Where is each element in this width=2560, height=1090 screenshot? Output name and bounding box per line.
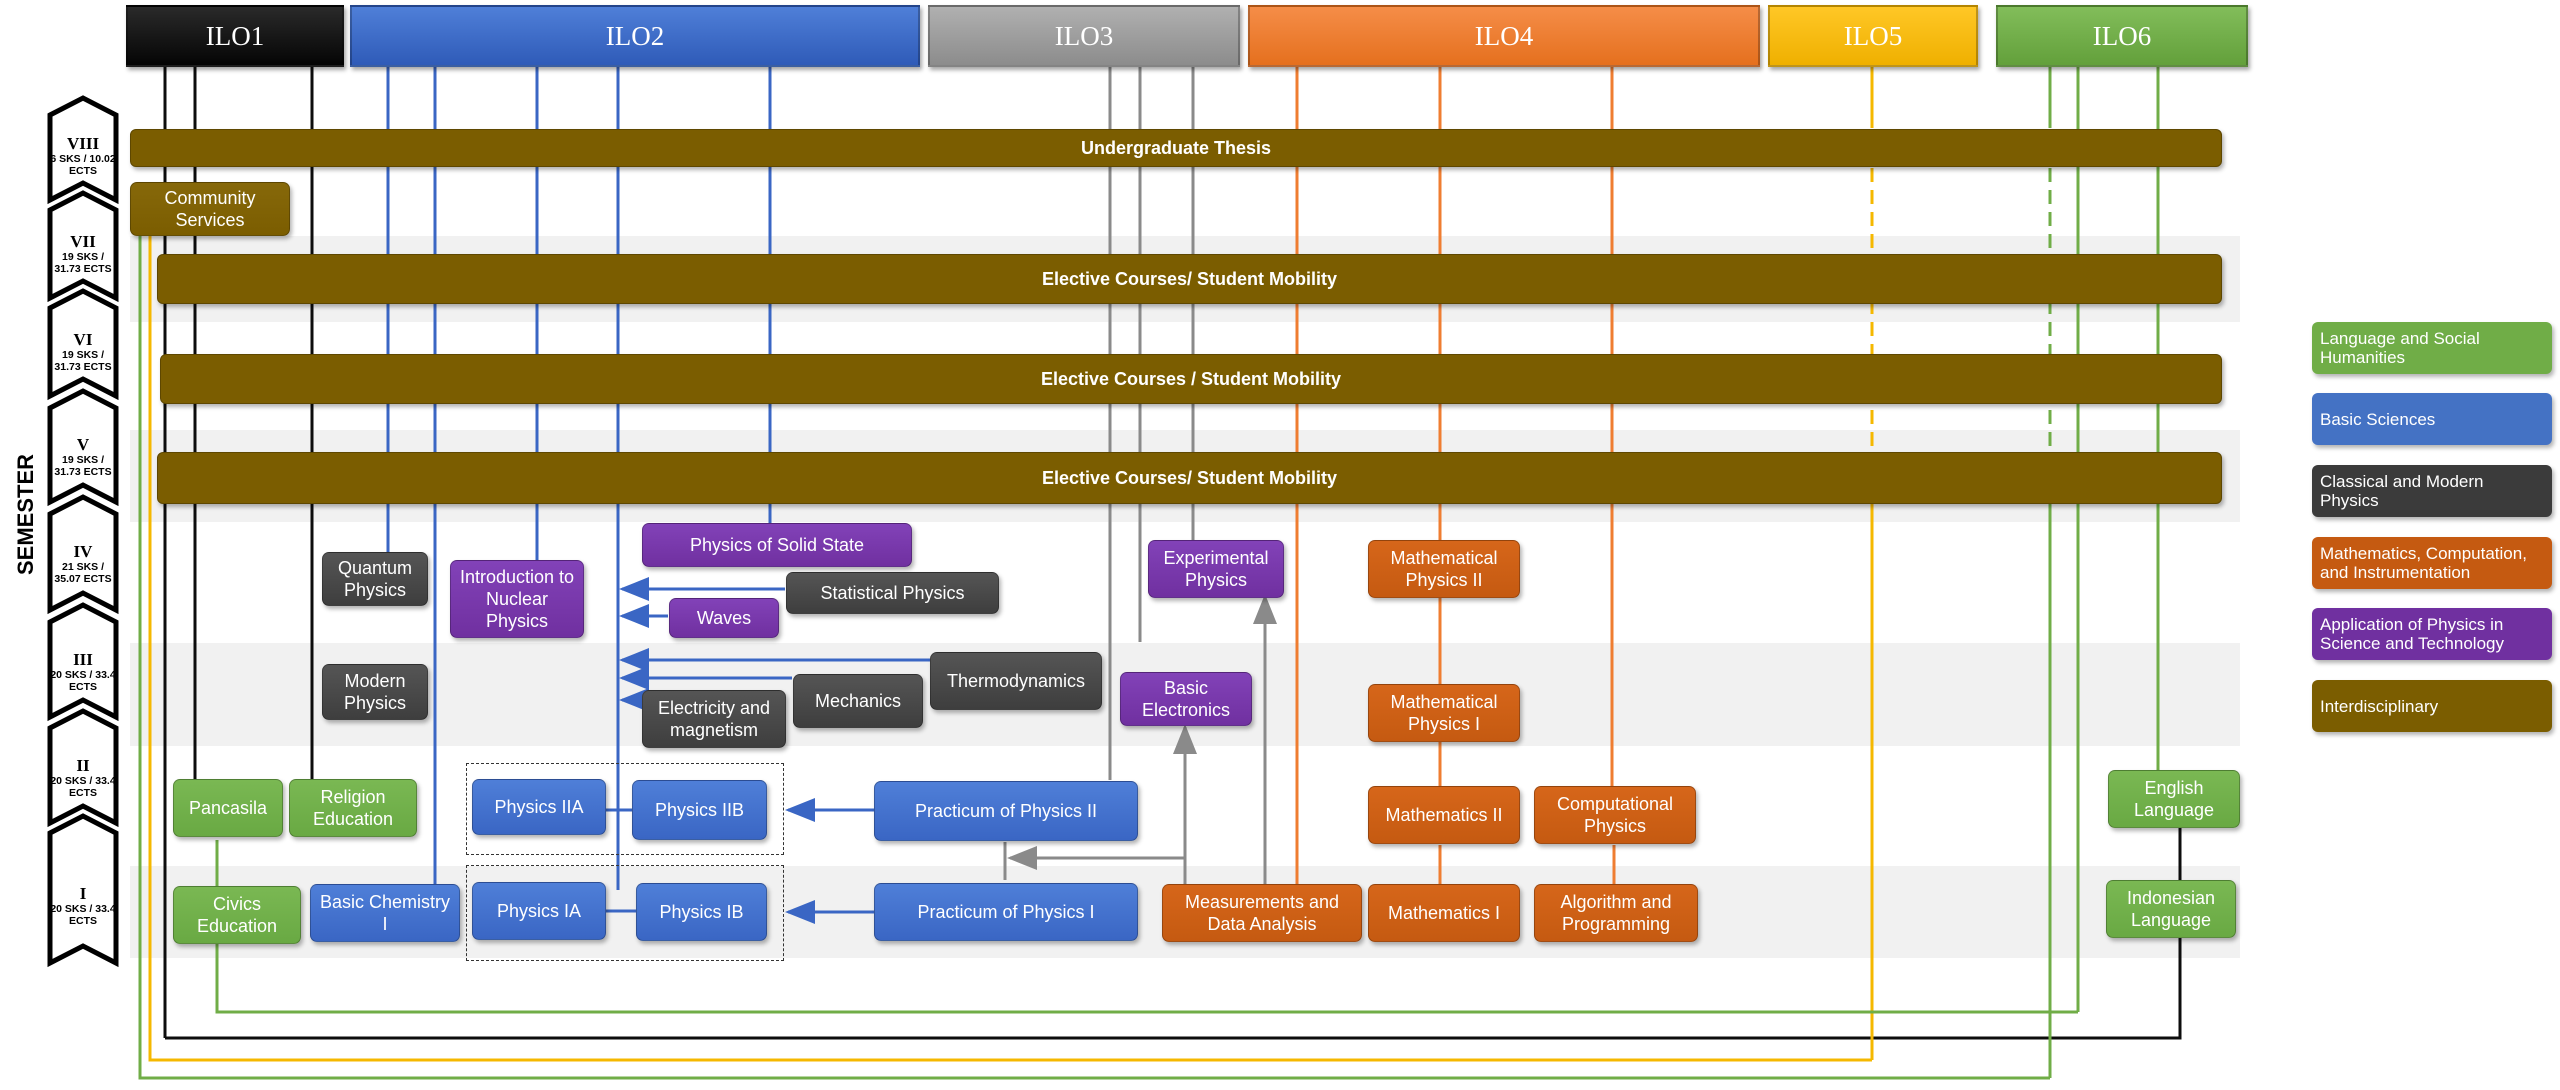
course-algorithm-programming[interactable]: Algorithm and Programming — [1534, 884, 1698, 942]
course-basic-electronics[interactable]: Basic Electronics — [1120, 672, 1252, 726]
ilo4-header: ILO4 — [1248, 5, 1760, 67]
course-physics-2b[interactable]: Physics IIB — [632, 780, 767, 840]
course-indonesian-language[interactable]: Indonesian Language — [2106, 880, 2236, 938]
legend-application-of-physics: Application of Physics in Science and Te… — [2312, 608, 2552, 660]
semester-number: IV — [73, 542, 93, 561]
course-quantum-physics[interactable]: Quantum Physics — [322, 552, 428, 606]
course-measurements[interactable]: Measurements and Data Analysis — [1162, 884, 1362, 942]
course-mathematics-2[interactable]: Mathematics II — [1368, 786, 1520, 844]
course-computational-physics[interactable]: Computational Physics — [1534, 786, 1696, 844]
course-mechanics[interactable]: Mechanics — [793, 674, 923, 728]
course-experimental-physics[interactable]: Experimental Physics — [1148, 540, 1284, 598]
elective-bar-v[interactable]: Elective Courses/ Student Mobility — [157, 452, 2222, 504]
semester-chevrons — [47, 95, 119, 968]
semester-number: VII — [70, 232, 96, 251]
semester-number: III — [73, 650, 93, 669]
thesis-bar[interactable]: Undergraduate Thesis — [130, 129, 2222, 167]
course-practicum-2[interactable]: Practicum of Physics II — [874, 781, 1138, 841]
physics-ii-group — [466, 763, 784, 855]
semester-credits: 20 SKS / 33.4 ECTS — [50, 669, 116, 693]
elective-bar-vi[interactable]: Elective Courses / Student Mobility — [160, 354, 2222, 404]
course-physics-1a[interactable]: Physics IA — [472, 882, 606, 940]
legend-math-computation-instrumentation: Mathematics, Computation, and Instrument… — [2312, 537, 2552, 589]
ilo1-header: ILO1 — [126, 5, 344, 67]
course-community-services[interactable]: Community Services — [130, 182, 290, 236]
legend-language-social-humanities: Language and Social Humanities — [2312, 322, 2552, 374]
semester-credits: 21 SKS / 35.07 ECTS — [54, 561, 112, 585]
course-physics-2a[interactable]: Physics IIA — [472, 779, 606, 835]
semester-number: VI — [73, 330, 93, 349]
semester-number: VIII — [66, 134, 100, 153]
course-statistical-physics[interactable]: Statistical Physics — [786, 572, 999, 614]
ilo5-header: ILO5 — [1768, 5, 1978, 67]
course-civics-education[interactable]: Civics Education — [173, 886, 301, 944]
ilo2-header: ILO2 — [350, 5, 920, 67]
semester-credits: 19 SKS / 31.73 ECTS — [54, 454, 112, 478]
semester-number: V — [76, 435, 90, 454]
semester-credits: 19 SKS / 31.73 ECTS — [54, 251, 112, 275]
course-intro-nuclear-physics[interactable]: Introduction to Nuclear Physics — [450, 560, 584, 638]
semester-credits: 19 SKS / 31.73 ECTS — [54, 349, 112, 373]
physics-i-group — [466, 865, 784, 961]
course-pancasila[interactable]: Pancasila — [173, 779, 283, 837]
course-math-physics-1[interactable]: Mathematical Physics I — [1368, 684, 1520, 742]
course-solid-state[interactable]: Physics of Solid State — [642, 523, 912, 567]
ilo3-header: ILO3 — [928, 5, 1240, 67]
course-mathematics-1[interactable]: Mathematics I — [1368, 884, 1520, 942]
course-physics-1b[interactable]: Physics IB — [636, 883, 767, 941]
course-waves[interactable]: Waves — [669, 598, 779, 638]
course-practicum-1[interactable]: Practicum of Physics I — [874, 883, 1138, 941]
course-math-physics-2[interactable]: Mathematical Physics II — [1368, 540, 1520, 598]
course-electricity-magnetism[interactable]: Electricity and magnetism — [642, 690, 786, 748]
semester-credits: 6 SKS / 10.02 ECTS — [50, 153, 116, 177]
course-thermodynamics[interactable]: Thermodynamics — [930, 652, 1102, 710]
course-english-language[interactable]: English Language — [2108, 770, 2240, 828]
course-modern-physics[interactable]: Modern Physics — [322, 664, 428, 720]
semester-credits: 20 SKS / 33.4 ECTS — [50, 903, 116, 927]
semester-number: II — [76, 756, 90, 775]
semester-number: I — [79, 884, 87, 903]
course-religion-education[interactable]: Religion Education — [289, 779, 417, 837]
legend-classical-modern-physics: Classical and Modern Physics — [2312, 465, 2552, 517]
semester-credits: 20 SKS / 33.4 ECTS — [50, 775, 116, 799]
legend-basic-sciences: Basic Sciences — [2312, 393, 2552, 445]
elective-bar-vii[interactable]: Elective Courses/ Student Mobility — [157, 254, 2222, 304]
semester-axis-label: SEMESTER — [13, 453, 38, 575]
legend-interdisciplinary: Interdisciplinary — [2312, 680, 2552, 732]
course-basic-chemistry[interactable]: Basic Chemistry I — [310, 884, 460, 942]
ilo6-header: ILO6 — [1996, 5, 2248, 67]
